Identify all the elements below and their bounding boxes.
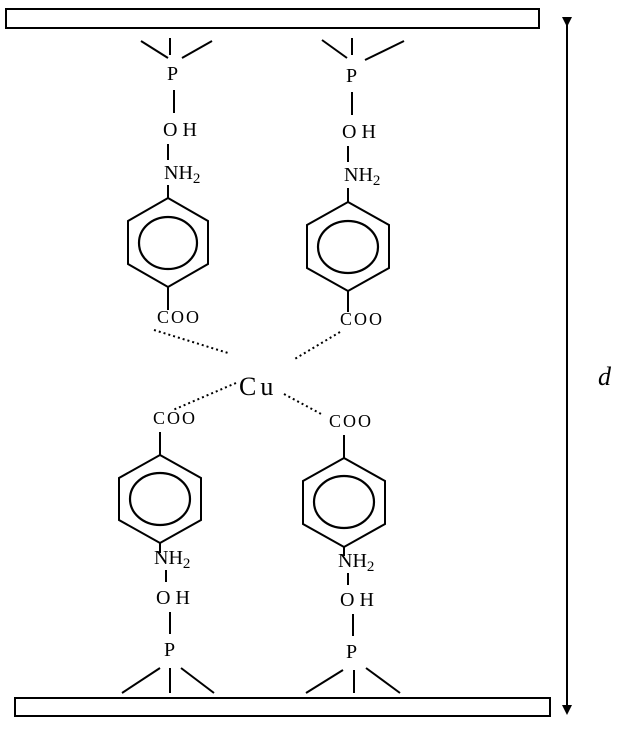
copper-center-label: Cu	[239, 372, 277, 401]
benzene-ring	[306, 200, 390, 293]
aromatic-circle	[137, 215, 199, 271]
carboxylate-label: COO	[329, 411, 373, 431]
hydroxyl-label: OH	[342, 121, 381, 143]
hydroxyl-label: OH	[156, 587, 195, 609]
coordination-bond-hashed	[292, 331, 341, 361]
coordination-bond-hashed	[172, 382, 237, 411]
amine-label: NH2	[338, 550, 374, 575]
carboxylate-label: COO	[157, 307, 201, 327]
hydroxyl-label: OH	[163, 119, 202, 141]
amine-label: NH2	[344, 164, 380, 189]
ligand-top-right: P OH NH2 COO	[292, 38, 405, 361]
distance-label: d	[598, 362, 612, 391]
p-bond-line	[180, 667, 215, 694]
p-bond-line	[305, 669, 344, 694]
aromatic-circle	[128, 471, 192, 527]
coordination-bond-hashed	[283, 393, 324, 416]
p-bond-line	[140, 40, 169, 59]
top-layer-plate	[5, 8, 540, 29]
benzene-ring	[118, 453, 202, 545]
p-bond-line	[121, 667, 161, 694]
aromatic-circle	[316, 219, 380, 275]
phosphorus-label: P	[167, 63, 178, 85]
ligand-bottom-right: COO NH2 OH P	[283, 393, 401, 694]
amine-label: NH2	[154, 547, 190, 572]
carboxylate-label: COO	[340, 309, 384, 329]
p-bond-line	[365, 667, 401, 694]
phosphorus-label: P	[346, 65, 357, 87]
phosphorus-label: P	[164, 639, 175, 661]
phosphorus-label: P	[346, 641, 357, 663]
coordination-bond-hashed	[153, 329, 229, 354]
benzene-ring	[302, 456, 386, 549]
bottom-layer-plate	[14, 697, 551, 717]
hydroxyl-label: OH	[340, 589, 379, 611]
p-bond-line	[181, 40, 213, 59]
p-bond-line	[321, 39, 348, 59]
ligand-bottom-left: COO NH2 OH P	[118, 382, 237, 694]
amine-label: NH2	[164, 162, 200, 187]
aromatic-circle	[312, 474, 376, 530]
carboxylate-label: COO	[153, 408, 197, 428]
ligand-top-left: P OH NH2 COO	[127, 38, 229, 354]
p-bond-line	[364, 40, 405, 61]
